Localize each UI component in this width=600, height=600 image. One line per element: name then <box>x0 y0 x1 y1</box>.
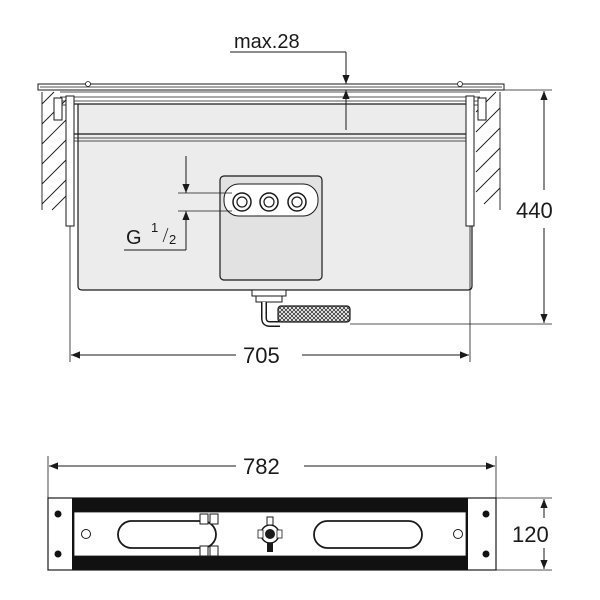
slot-left <box>117 520 217 549</box>
slot-tabs <box>199 513 219 557</box>
cover-plate <box>37 81 505 102</box>
dim-top-width-label: 782 <box>243 454 280 479</box>
dim-thread: G 1 2 <box>124 156 232 251</box>
bracket-right <box>465 95 487 227</box>
dim-depth-120: 120 <box>496 497 552 571</box>
top-view: 782 <box>47 454 552 571</box>
thread-denominator: 2 <box>169 232 176 247</box>
mounting-plate <box>47 497 497 571</box>
drain-fitting <box>251 289 287 327</box>
center-valve <box>257 516 283 552</box>
outlet-3 <box>287 192 307 212</box>
dim-height-label: 440 <box>516 198 553 223</box>
wall-hatch-right <box>475 91 501 210</box>
dim-width-705: 705 <box>69 226 471 368</box>
dim-depth-label: 120 <box>512 522 549 547</box>
thread-numerator: 1 <box>151 220 158 235</box>
slot-right <box>313 520 423 549</box>
drain-hose <box>277 305 351 323</box>
bracket-left <box>53 95 75 227</box>
wall-hatch-left <box>41 91 69 211</box>
dim-max-28: max.28 <box>230 31 350 130</box>
dim-max-label: max.28 <box>234 31 300 53</box>
outlet-1 <box>232 192 252 212</box>
outlet-2 <box>259 192 279 212</box>
thread-letter: G <box>126 227 142 249</box>
dim-width-label: 705 <box>243 343 280 368</box>
dim-height-440: 440 <box>350 89 553 325</box>
dim-width-782: 782 <box>47 454 497 498</box>
connection-block <box>219 175 323 281</box>
side-view: max.28 G 1 2 440 705 <box>37 31 553 368</box>
